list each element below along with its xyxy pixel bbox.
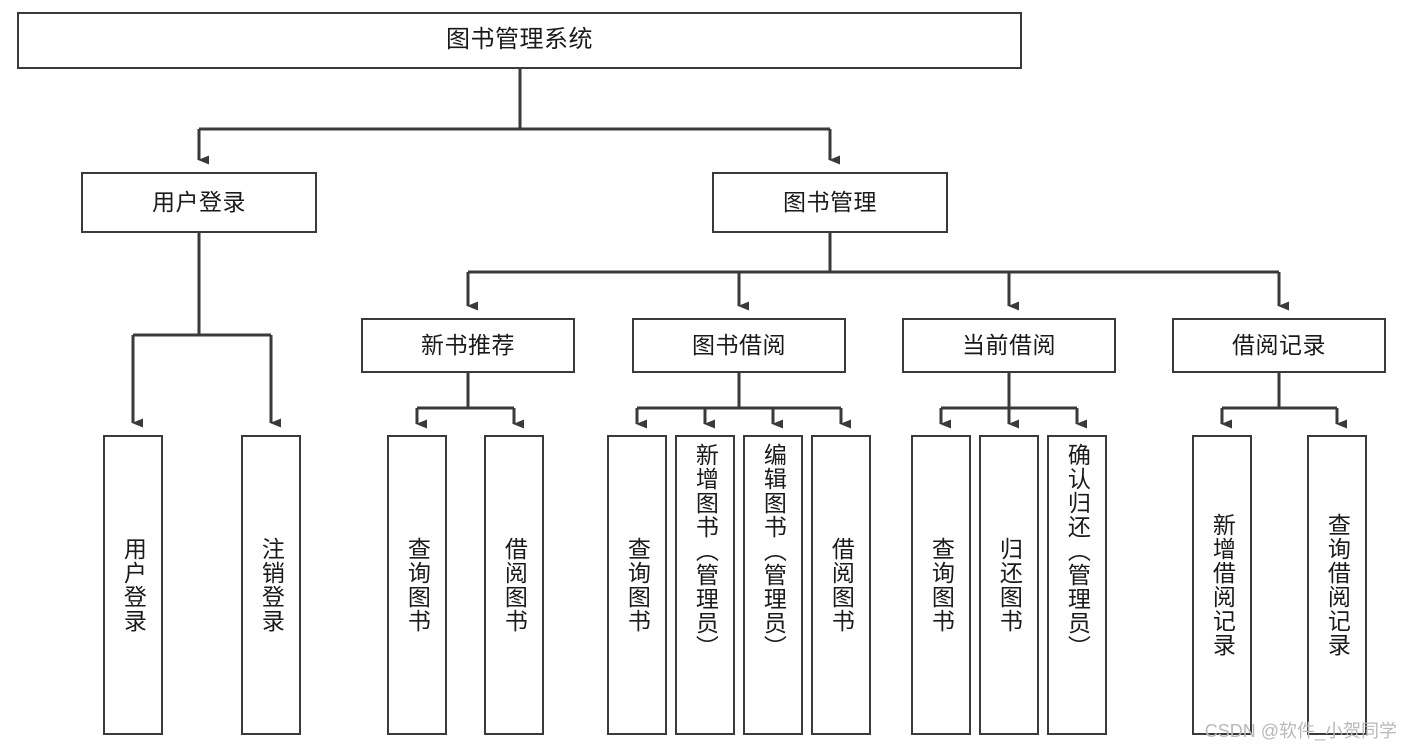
node-label: 用户登录 — [152, 188, 246, 215]
node-leaf-add-record[interactable]: 新增借阅记录 — [1192, 435, 1252, 735]
node-leaf-logout-login[interactable]: 注销登录 — [241, 435, 301, 735]
node-label: 新增图书（管理员） — [692, 443, 719, 659]
node-label: 借阅记录 — [1232, 331, 1326, 358]
node-leaf-borrow-book-1[interactable]: 借阅图书 — [484, 435, 544, 735]
node-new-book-recommend[interactable]: 新书推荐 — [361, 318, 575, 373]
csdn-watermark: CSDN @软件_小贺同学 — [1204, 721, 1397, 741]
node-leaf-user-login[interactable]: 用户登录 — [103, 435, 163, 735]
node-label: 查询借阅记录 — [1324, 513, 1351, 657]
node-book-manage[interactable]: 图书管理 — [712, 172, 948, 233]
node-label: 注销登录 — [258, 537, 285, 633]
node-label: 当前借阅 — [962, 331, 1056, 358]
node-label: 查询图书 — [624, 537, 651, 633]
node-leaf-borrow-book-2[interactable]: 借阅图书 — [811, 435, 871, 735]
node-label: 借阅图书 — [828, 537, 855, 633]
node-leaf-confirm-return[interactable]: 确认归还（管理员） — [1047, 435, 1107, 735]
node-label: 用户登录 — [120, 537, 147, 633]
node-label: 借阅图书 — [501, 537, 528, 633]
node-label: 确认归还（管理员） — [1064, 443, 1091, 659]
node-label: 编辑图书（管理员） — [760, 443, 787, 659]
node-user-login[interactable]: 用户登录 — [81, 172, 317, 233]
node-leaf-query-book-3[interactable]: 查询图书 — [911, 435, 971, 735]
node-label: 查询图书 — [928, 537, 955, 633]
node-label: 图书管理 — [783, 188, 877, 215]
node-leaf-return-book[interactable]: 归还图书 — [979, 435, 1039, 735]
node-leaf-query-record[interactable]: 查询借阅记录 — [1307, 435, 1367, 735]
node-label: 图书管理系统 — [446, 26, 593, 54]
node-label: 新增借阅记录 — [1209, 513, 1236, 657]
node-root-system[interactable]: 图书管理系统 — [17, 12, 1022, 69]
node-label: 归还图书 — [996, 537, 1023, 633]
node-current-borrow[interactable]: 当前借阅 — [902, 318, 1116, 373]
node-leaf-query-book-2[interactable]: 查询图书 — [607, 435, 667, 735]
node-leaf-query-book-1[interactable]: 查询图书 — [387, 435, 447, 735]
node-borrow-record[interactable]: 借阅记录 — [1172, 318, 1386, 373]
node-leaf-add-book[interactable]: 新增图书（管理员） — [675, 435, 735, 735]
node-label: 新书推荐 — [421, 331, 515, 358]
node-label: 查询图书 — [404, 537, 431, 633]
node-label: 图书借阅 — [692, 331, 786, 358]
node-leaf-edit-book[interactable]: 编辑图书（管理员） — [743, 435, 803, 735]
node-book-borrow[interactable]: 图书借阅 — [632, 318, 846, 373]
